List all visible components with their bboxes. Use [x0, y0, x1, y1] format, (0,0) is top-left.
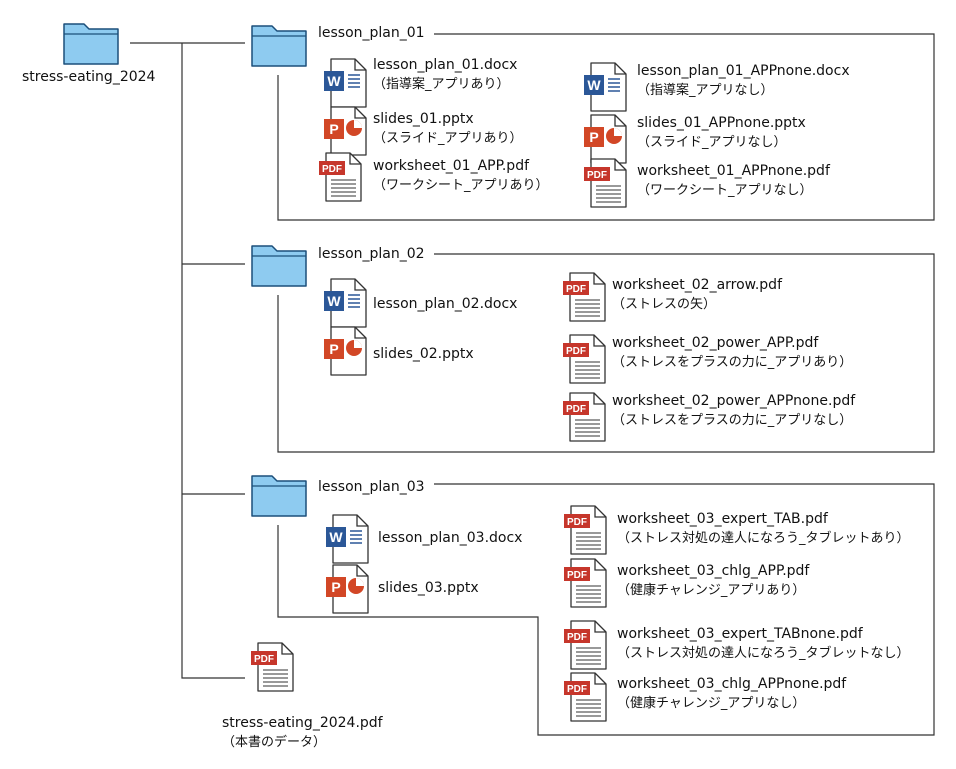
folder-icon-2: [251, 245, 307, 287]
powerpoint-icon: P: [326, 564, 369, 614]
file-name: slides_03.pptx: [378, 580, 479, 596]
file-description: （健康チャレンジ_アプリあり）: [617, 583, 806, 598]
pdf-file-icon: PDF: [564, 620, 607, 670]
file-description: （ストレスの矢）: [612, 297, 717, 312]
file-name: worksheet_03_expert_TAB.pdf: [617, 511, 828, 527]
svg-text:PDF: PDF: [322, 164, 342, 175]
file-name: lesson_plan_03.docx: [378, 530, 523, 546]
word-doc-icon: W: [326, 514, 369, 564]
svg-text:P: P: [329, 341, 338, 357]
pdf-file-icon: PDF: [251, 642, 294, 692]
file-description: （ワークシート_アプリあり）: [373, 178, 549, 193]
file-name: slides_01.pptx: [373, 111, 474, 127]
folder-icon-3: [251, 475, 307, 517]
pdf-file-icon: PDF: [563, 392, 606, 442]
word-doc-icon: W: [324, 58, 367, 108]
svg-text:P: P: [589, 129, 598, 145]
pdf-file-icon: PDF: [584, 158, 627, 208]
pdf-file-icon: PDF: [563, 334, 606, 384]
folder-2-group-outline: [277, 253, 935, 453]
svg-text:PDF: PDF: [566, 346, 586, 357]
file-name: lesson_plan_01_APPnone.docx: [637, 63, 850, 79]
file-name: worksheet_03_chlg_APPnone.pdf: [617, 676, 847, 692]
folder-label-3: lesson_plan_03: [318, 479, 425, 495]
file-name: worksheet_03_chlg_APP.pdf: [617, 563, 810, 579]
word-doc-icon: W: [324, 278, 367, 328]
pdf-file-icon: PDF: [563, 272, 606, 322]
svg-text:PDF: PDF: [567, 632, 587, 643]
svg-text:PDF: PDF: [566, 404, 586, 415]
file-description: （ストレス対処の達人になろう_タブレットなし）: [617, 646, 910, 661]
pdf-file-icon: PDF: [564, 558, 607, 608]
folder-label-1: lesson_plan_01: [318, 25, 425, 41]
svg-text:P: P: [331, 579, 340, 595]
root-folder-icon: [63, 23, 119, 65]
file-name: slides_01_APPnone.pptx: [637, 115, 806, 131]
file-description: （指導案_アプリなし）: [637, 83, 774, 98]
folder-3-group-outline: [277, 483, 935, 736]
folder-1-group-outline: [277, 33, 935, 221]
svg-text:W: W: [587, 77, 601, 93]
file-description: （スライド_アプリなし）: [637, 135, 787, 150]
file-description: （ストレスをプラスの力に_アプリあり）: [612, 355, 853, 370]
root-pdf-name: stress-eating_2024.pdf: [222, 715, 383, 731]
file-name: worksheet_02_power_APP.pdf: [612, 335, 819, 351]
svg-text:W: W: [329, 529, 343, 545]
file-name: slides_02.pptx: [373, 346, 474, 362]
pdf-file-icon: PDF: [564, 672, 607, 722]
file-name: lesson_plan_01.docx: [373, 57, 518, 73]
file-name: worksheet_01_APP.pdf: [373, 158, 530, 174]
word-doc-icon: W: [584, 62, 627, 112]
file-name: worksheet_02_power_APPnone.pdf: [612, 393, 856, 409]
folder-icon-1: [251, 25, 307, 67]
file-description: （指導案_アプリあり）: [373, 77, 510, 92]
pdf-file-icon: PDF: [564, 505, 607, 555]
root-folder-label: stress-eating_2024: [22, 69, 156, 85]
file-description: （ワークシート_アプリなし）: [637, 183, 813, 198]
root-pdf-description: （本書のデータ）: [222, 735, 327, 750]
svg-text:PDF: PDF: [567, 517, 587, 528]
connector-trunk: [181, 43, 245, 679]
powerpoint-icon: P: [324, 106, 367, 156]
svg-text:PDF: PDF: [254, 654, 274, 665]
pdf-file-icon: PDF: [319, 152, 362, 202]
file-name: lesson_plan_02.docx: [373, 296, 518, 312]
file-description: （ストレスをプラスの力に_アプリなし）: [612, 413, 853, 428]
powerpoint-icon: P: [584, 114, 627, 164]
svg-text:W: W: [327, 293, 341, 309]
svg-text:PDF: PDF: [567, 570, 587, 581]
file-description: （ストレス対処の達人になろう_タブレットあり）: [617, 531, 910, 546]
powerpoint-icon: P: [324, 326, 367, 376]
file-description: （健康チャレンジ_アプリなし）: [617, 696, 806, 711]
file-description: （スライド_アプリあり）: [373, 131, 523, 146]
svg-text:PDF: PDF: [566, 284, 586, 295]
svg-text:PDF: PDF: [567, 684, 587, 695]
svg-text:PDF: PDF: [587, 170, 607, 181]
svg-text:W: W: [327, 73, 341, 89]
folder-label-2: lesson_plan_02: [318, 246, 425, 262]
svg-text:P: P: [329, 121, 338, 137]
file-name: worksheet_02_arrow.pdf: [612, 277, 782, 293]
file-name: worksheet_03_expert_TABnone.pdf: [617, 626, 863, 642]
file-name: worksheet_01_APPnone.pdf: [637, 163, 830, 179]
